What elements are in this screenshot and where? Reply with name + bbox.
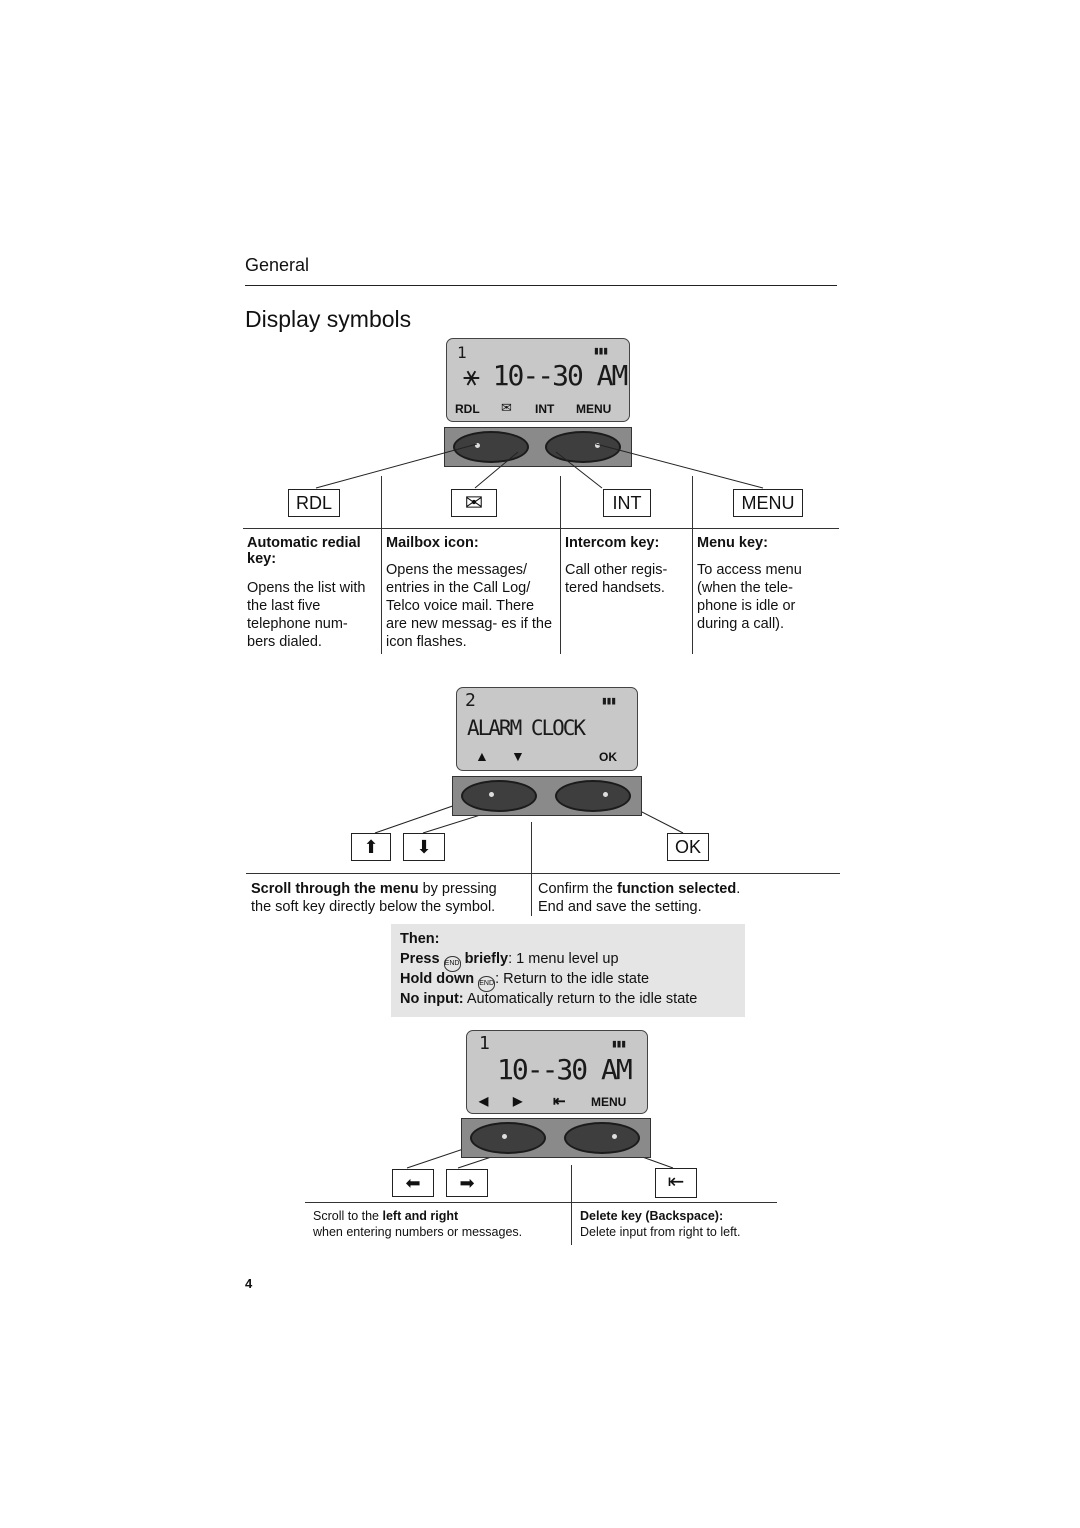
- then-label: Then:: [400, 931, 440, 947]
- hold-down-rest: : Return to the idle state: [495, 971, 650, 987]
- key-dot: [489, 792, 494, 797]
- press-label: Press: [400, 951, 440, 967]
- menu-key-label: MENU: [733, 489, 803, 517]
- lcd-line-number: 1: [479, 1033, 490, 1054]
- lcd-time: ⚹ 10--30 AM: [463, 359, 628, 392]
- redial-description: Opens the list with the last five teleph…: [247, 580, 366, 650]
- handset-keypad: [452, 776, 642, 816]
- battery-icon: ▮▮▮: [611, 1037, 627, 1050]
- scroll-description: Scroll through the menu by pressing the …: [251, 880, 531, 916]
- no-input-rest: Automatically return to the idle state: [463, 991, 698, 1007]
- table-divider: [531, 822, 532, 916]
- left-soft-key[interactable]: [453, 431, 529, 463]
- hold-down-label: Hold down: [400, 971, 475, 987]
- delete-key-line2: Delete input from right to left.: [580, 1225, 741, 1239]
- confirm-pre: Confirm the: [538, 881, 617, 897]
- scroll-down-icon: ⬇: [403, 833, 445, 861]
- mailbox-description: Opens the messages/ entries in the Call …: [386, 562, 553, 650]
- press-rest: : 1 menu level up: [508, 951, 619, 967]
- left-soft-key[interactable]: [461, 780, 537, 812]
- confirm-description: Confirm the function selected. End and s…: [538, 880, 838, 916]
- end-key-icon: END: [443, 956, 461, 972]
- delete-key-bold: Delete key (Backspace):: [580, 1209, 724, 1223]
- table-rule: [305, 1202, 777, 1203]
- table-divider: [560, 476, 561, 654]
- hold-down-line: Hold down END: Return to the idle state: [400, 971, 649, 992]
- scroll-rest: by pressing: [418, 881, 497, 897]
- key-dot: [475, 443, 480, 448]
- ok-key-label: OK: [667, 833, 709, 861]
- table-divider: [692, 476, 693, 654]
- key-dot: [603, 792, 608, 797]
- handset-keypad: [444, 427, 632, 467]
- no-input-line: No input: Automatically return to the id…: [400, 991, 697, 1007]
- lcd-line-number: 2: [465, 690, 476, 711]
- lcd-display-menu: 2 ▮▮▮ ALARM CLOCK ▲ ▼ OK: [456, 687, 638, 771]
- table-divider: [381, 476, 382, 654]
- confirm-post: .: [736, 881, 741, 897]
- then-info-box: Then: Press END briefly: 1 menu level up…: [391, 924, 745, 1017]
- up-arrow-icon: ▲: [475, 748, 489, 764]
- left-arrow-icon: ◀: [479, 1094, 489, 1108]
- mail-envelope-icon: ✉: [451, 489, 497, 517]
- mailbox-heading: Mailbox icon:: [386, 535, 479, 551]
- lcd-display-idle: 1 ▮▮▮ ⚹ 10--30 AM RDL ✉ INT MENU: [446, 338, 630, 422]
- lcd-soft-menu: MENU: [576, 402, 612, 416]
- lcd-time: 10--30 AM: [497, 1053, 633, 1086]
- right-soft-key[interactable]: [555, 780, 631, 812]
- menu-heading: Menu key:: [697, 535, 768, 551]
- lcd-soft-ok: OK: [599, 750, 617, 764]
- scroll-line2: the soft key directly below the symbol.: [251, 899, 496, 915]
- lcd-soft-int: INT: [535, 402, 555, 416]
- confirm-bold: function selected: [616, 881, 737, 897]
- scroll-lr-description: Scroll to the left and right when enteri…: [313, 1208, 571, 1240]
- table-rule: [246, 873, 840, 874]
- envelope-icon: ✉: [501, 400, 512, 415]
- scroll-left-icon: ⬅: [392, 1169, 434, 1197]
- header-rule: [245, 285, 837, 286]
- page-number: 4: [245, 1276, 253, 1291]
- lcd-soft-menu: MENU: [591, 1095, 627, 1109]
- scroll-lr-line2: when entering numbers or messages.: [313, 1225, 523, 1239]
- right-arrow-icon: ▶: [513, 1094, 523, 1108]
- page-title: Display symbols: [245, 306, 412, 332]
- key-dot: [595, 443, 600, 448]
- end-key-icon: END: [478, 976, 496, 992]
- scroll-lr-pre: Scroll to the: [313, 1209, 383, 1223]
- down-arrow-icon: ▼: [511, 748, 525, 764]
- confirm-line2: End and save the setting.: [538, 899, 702, 915]
- battery-icon: ▮▮▮: [601, 694, 617, 707]
- table-divider: [571, 1165, 572, 1245]
- briefly-label: briefly: [464, 951, 509, 967]
- redial-heading: Automatic redial key:: [247, 535, 361, 567]
- battery-icon: ▮▮▮: [593, 344, 609, 357]
- lcd-line-number: 1: [457, 343, 467, 362]
- lcd-menu-text: ALARM CLOCK: [467, 716, 586, 740]
- scroll-right-icon: ➡: [446, 1169, 488, 1197]
- table-rule: [243, 528, 839, 529]
- scroll-up-icon: ⬆: [351, 833, 391, 861]
- int-key-label: INT: [603, 489, 651, 517]
- rdl-key-label: RDL: [288, 489, 340, 517]
- right-soft-key[interactable]: [564, 1122, 640, 1154]
- right-soft-key[interactable]: [545, 431, 621, 463]
- left-soft-key[interactable]: [470, 1122, 546, 1154]
- scroll-lr-bold: left and right: [382, 1209, 459, 1223]
- handset-keypad: [461, 1118, 651, 1158]
- menu-description: To access menu (when the tele- phone is …: [697, 562, 802, 632]
- backspace-icon: ⇤: [553, 1093, 566, 1110]
- delete-key-description: Delete key (Backspace): Delete input fro…: [580, 1208, 780, 1240]
- press-briefly-line: Press END briefly: 1 menu level up: [400, 951, 619, 972]
- key-dot: [612, 1134, 617, 1139]
- lcd-soft-rdl: RDL: [455, 402, 480, 416]
- scroll-bold: Scroll through the menu: [251, 881, 419, 897]
- section-header: General: [245, 255, 310, 275]
- intercom-description: Call other regis- tered handsets.: [565, 562, 668, 596]
- key-dot: [502, 1134, 507, 1139]
- backspace-key-icon: ⇤: [655, 1168, 697, 1198]
- no-input-label: No input:: [400, 991, 464, 1007]
- lcd-display-edit: 1 ▮▮▮ 10--30 AM ◀ ▶ ⇤ MENU: [466, 1030, 648, 1114]
- intercom-heading: Intercom key:: [565, 535, 660, 551]
